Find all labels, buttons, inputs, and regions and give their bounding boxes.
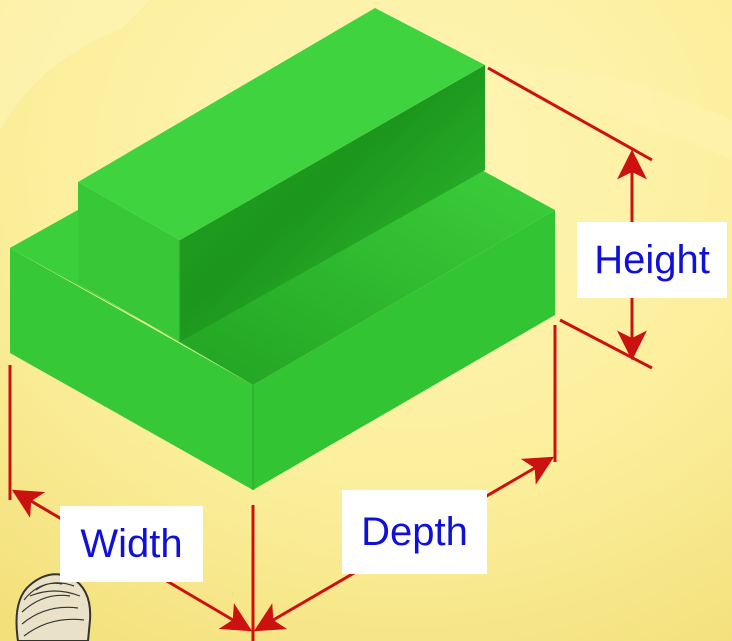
background-swoosh-left — [0, 0, 150, 130]
block-right-face — [253, 210, 555, 490]
height-label: Height — [577, 222, 727, 298]
depth-label: Depth — [342, 490, 487, 574]
step-top-face — [180, 168, 555, 385]
upright-top-face — [78, 8, 485, 240]
base-top-left — [10, 210, 253, 385]
block-left-face — [10, 248, 253, 490]
upright-end-face — [78, 182, 180, 342]
upright-front-face — [180, 65, 485, 342]
person-head-sketch-icon — [15, 573, 92, 641]
height-extension-top — [487, 66, 653, 162]
width-label: Width — [60, 506, 203, 582]
